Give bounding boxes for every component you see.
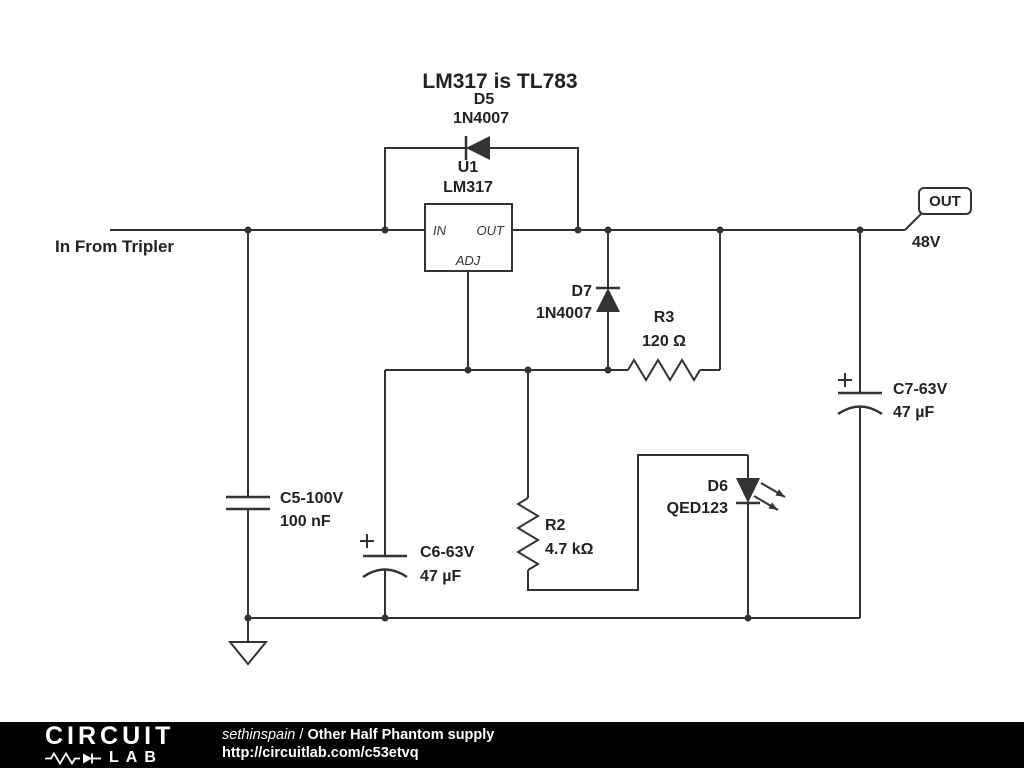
d6-refdes: D6 xyxy=(708,478,729,495)
junctions xyxy=(244,226,864,622)
ground-triangle xyxy=(227,641,269,666)
schematic-heading: LM317 is TL783 xyxy=(422,70,577,93)
d6-value: QED123 xyxy=(667,500,728,517)
d5-refdes: D5 xyxy=(474,91,495,108)
author-name: sethinspain xyxy=(222,727,296,744)
junction-dot xyxy=(524,366,532,374)
u1-value: LM317 xyxy=(443,179,493,196)
junction-dot xyxy=(244,226,252,234)
junction-dot xyxy=(604,366,612,374)
credit-separator: / xyxy=(299,727,304,744)
out-flag: OUT 48V xyxy=(912,187,972,251)
d7-diode-symbol xyxy=(596,288,620,312)
r3-value: 120 Ω xyxy=(642,333,686,350)
component-d6: D6 QED123 xyxy=(667,478,786,517)
c7-refdes: C7-63V xyxy=(893,381,948,398)
junction-dot xyxy=(856,226,864,234)
junction-dot xyxy=(744,614,752,622)
circuitlab-logo: CIRCUIT LAB xyxy=(45,724,195,766)
component-d7: D7 1N4007 xyxy=(536,283,620,322)
component-u1: U1 LM317 IN OUT ADJ xyxy=(424,159,513,272)
junction-dot xyxy=(381,614,389,622)
c6-refdes: C6-63V xyxy=(420,544,475,561)
footer-bar: CIRCUIT LAB sethinspain / Other Half Pha… xyxy=(0,722,1024,768)
footer-url-line: http://circuitlab.com/c53etvq xyxy=(222,745,494,763)
junction-dot xyxy=(464,366,472,374)
r3-resistor-symbol xyxy=(627,358,701,382)
logo-bottom-row: LAB xyxy=(45,750,195,766)
u1-pin-adj-label: ADJ xyxy=(455,253,481,268)
c6-plus-icon xyxy=(360,534,374,548)
out-voltage-label: 48V xyxy=(912,234,941,251)
d5-diode-symbol xyxy=(466,136,490,160)
c6-negative-plate xyxy=(362,568,408,579)
resistor-diode-icon xyxy=(45,751,101,765)
r2-refdes: R2 xyxy=(545,517,566,534)
r3-refdes: R3 xyxy=(654,309,675,326)
footer-credit-line: sethinspain / Other Half Phantom supply xyxy=(222,727,494,745)
d7-refdes: D7 xyxy=(572,283,593,300)
junction-dot xyxy=(716,226,724,234)
component-r2: R2 4.7 kΩ xyxy=(516,497,594,571)
d7-value: 1N4007 xyxy=(536,305,592,322)
logo-circuit-text: CIRCUIT xyxy=(45,722,175,750)
u1-pin-out-label: OUT xyxy=(477,223,506,238)
d5-value: 1N4007 xyxy=(453,110,509,127)
c5-value: 100 nF xyxy=(280,513,331,530)
junction-dot xyxy=(244,614,252,622)
component-c7: C7-63V 47 µF xyxy=(837,373,948,421)
d6-arrowhead-icon xyxy=(775,489,785,497)
junction-dot xyxy=(604,226,612,234)
schematic-canvas: LM317 is TL783 In From Tripler D5 1N4007… xyxy=(55,70,972,666)
r2-resistor-symbol xyxy=(516,497,540,571)
d6-emission-arrows-icon xyxy=(753,482,786,511)
c5-capacitor-symbol xyxy=(226,495,270,511)
schematic-title-text: Other Half Phantom supply xyxy=(307,727,495,744)
out-flag-label: OUT xyxy=(929,193,961,210)
u1-pin-in-label: IN xyxy=(433,223,447,238)
u1-refdes: U1 xyxy=(458,159,479,176)
logo-lab-text: LAB xyxy=(109,749,163,766)
wire-r2-led xyxy=(527,370,748,591)
d6-arrowhead-icon xyxy=(768,502,778,510)
component-d5: D5 1N4007 xyxy=(453,91,509,160)
schematic-url-link[interactable]: http://circuitlab.com/c53etvq xyxy=(222,745,419,761)
wires xyxy=(110,147,922,642)
component-c6: C6-63V 47 µF xyxy=(360,534,475,585)
junction-dot xyxy=(381,226,389,234)
ground-symbol xyxy=(227,641,269,666)
wire-out-tick xyxy=(904,213,922,231)
u1-body xyxy=(424,203,513,272)
input-net-label: In From Tripler xyxy=(55,237,174,256)
c6-value: 47 µF xyxy=(420,568,461,585)
footer-text-block: sethinspain / Other Half Phantom supply … xyxy=(222,727,494,762)
wire-adj-rail xyxy=(385,230,721,371)
c7-negative-plate xyxy=(837,405,883,416)
junction-dot xyxy=(574,226,582,234)
component-r3: R3 120 Ω xyxy=(627,309,701,382)
c7-value: 47 µF xyxy=(893,404,934,421)
c5-refdes: C5-100V xyxy=(280,490,343,507)
component-c5: C5-100V 100 nF xyxy=(226,490,343,530)
out-flag-box xyxy=(918,187,972,215)
d6-led-symbol xyxy=(736,478,760,503)
c7-plus-icon xyxy=(838,373,852,387)
r2-value: 4.7 kΩ xyxy=(545,541,594,558)
